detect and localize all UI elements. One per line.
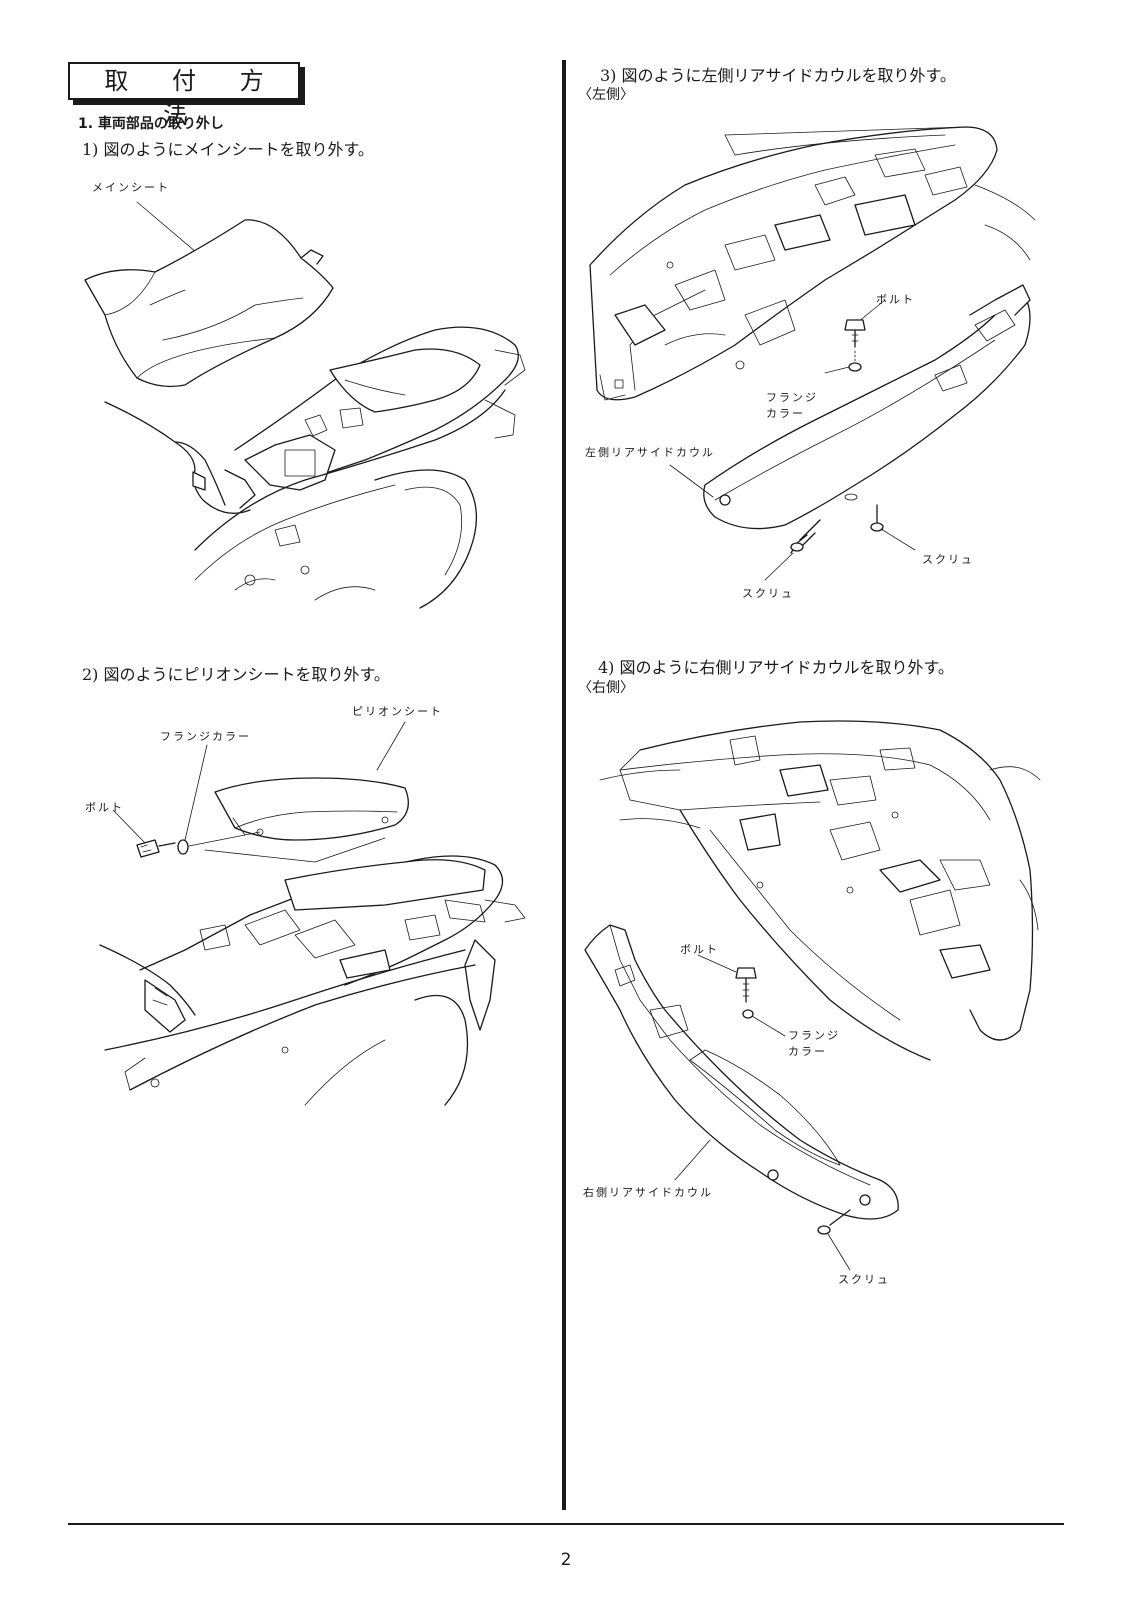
left-cowl-label: 左側リアサイドカウル — [585, 446, 715, 459]
step-4-text: 4) 図のように右側リアサイドカウルを取り外す。 — [598, 658, 954, 677]
page-title: 取 付 方 法 — [104, 67, 282, 129]
right-rear-side-cowl — [584, 924, 899, 1220]
flange-label-fig3-1: フランジ — [766, 391, 818, 404]
left-rear-side-cowl — [703, 296, 1031, 530]
main-seat-label: メインシート — [92, 181, 170, 194]
screw-leader — [827, 1233, 851, 1271]
flange-collar-leader — [184, 744, 208, 841]
page-title-box: 取 付 方 法 — [68, 62, 300, 129]
screw-label-fig3-a: スクリュ — [922, 553, 974, 566]
bolt-label-fig3: ボルト — [876, 293, 915, 306]
cowl-leader — [674, 1139, 711, 1181]
frame-outline — [589, 126, 998, 401]
flange-label-fig4-1: フランジ — [788, 1029, 840, 1042]
screw-label-fig4: スクリュ — [838, 1273, 890, 1286]
screw-hole-lower — [859, 1194, 871, 1206]
section-heading: 1. 車両部品の取り外し — [78, 116, 224, 132]
flange-label-fig3-2: カラー — [766, 407, 805, 420]
right-cowl-removal-figure — [584, 720, 1041, 1271]
pillion-seat-label: ピリオンシート — [352, 705, 443, 718]
bolt-leader — [697, 954, 737, 973]
screw-label-fig3-b: スクリュ — [742, 587, 794, 600]
flange-leader — [824, 366, 850, 374]
bolt-leader — [112, 809, 148, 846]
frame-outline — [639, 720, 1034, 1041]
main-seat-removal-figure — [84, 201, 526, 609]
flange-collar — [742, 1009, 754, 1019]
step-3-text: 3) 図のように左側リアサイドカウルを取り外す。 — [600, 66, 956, 85]
pillion-seat-removal-figure — [99, 721, 526, 1106]
bolt-label: ボルト — [85, 801, 124, 814]
step-2-text: 2) 図のようにピリオンシートを取り外す。 — [82, 665, 390, 684]
left-cowl-removal-figure — [589, 126, 1036, 581]
frame-outline — [104, 401, 251, 514]
flange-collar — [177, 839, 189, 855]
screw-hole-upper — [767, 1169, 779, 1181]
main-seat-leader — [136, 201, 204, 259]
bolt-label-fig4: ボルト — [680, 943, 719, 956]
screw-front-leader — [764, 552, 794, 581]
screw — [817, 1225, 831, 1235]
flange-leader — [751, 1015, 786, 1037]
footer-rule — [68, 1523, 1064, 1525]
bolt-head — [735, 967, 757, 979]
main-seat-body — [84, 219, 334, 388]
left-side-label: 〈左側〉 — [578, 87, 634, 103]
column-divider — [562, 60, 566, 1510]
page-number: 2 — [560, 1550, 572, 1570]
screw-rear — [870, 522, 884, 532]
step-1-text: 1) 図のようにメインシートを取り外す。 — [82, 140, 374, 159]
rear-cover — [329, 348, 481, 413]
flange-collar-label: フランジカラー — [160, 730, 251, 743]
right-side-label: 〈右側〉 — [578, 680, 634, 696]
flange-collar — [848, 362, 862, 372]
bolt-leader — [857, 299, 886, 323]
pillion-seat-body — [214, 777, 409, 841]
pillion-seat-leader — [376, 721, 406, 771]
bolt-head — [136, 839, 160, 858]
bolt-head — [844, 319, 866, 331]
screw-hole-front — [719, 494, 731, 506]
screw-rear-leader — [880, 528, 916, 551]
cowl-leader — [669, 464, 714, 498]
flange-label-fig4-2: カラー — [788, 1045, 827, 1058]
right-cowl-label: 右側リアサイドカウル — [583, 1186, 713, 1199]
